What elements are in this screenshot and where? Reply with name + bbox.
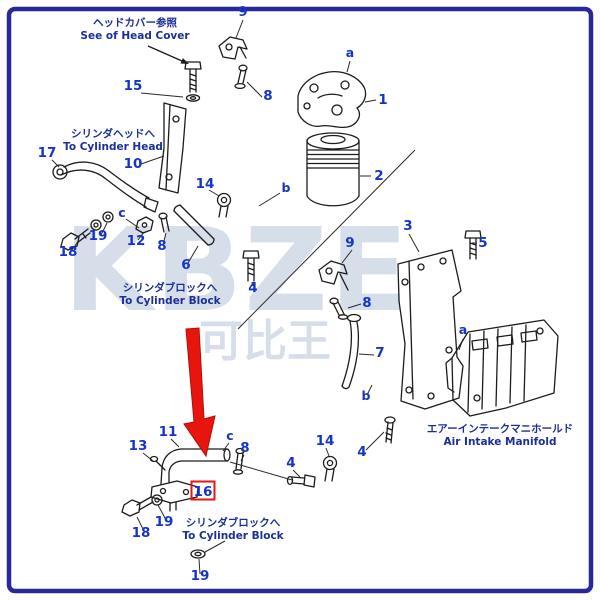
air-intake-manifold-part xyxy=(445,319,559,417)
bracket-3-part xyxy=(397,249,464,410)
red-pointer-arrow xyxy=(183,327,216,458)
bolt-15-part xyxy=(184,61,202,102)
bolt-4-right-part xyxy=(384,416,396,444)
callout-19: 19 xyxy=(155,514,174,530)
callout-8: 8 xyxy=(157,238,166,254)
nut-12-part xyxy=(135,216,154,234)
bracket-10-part xyxy=(158,102,187,194)
leader-lines xyxy=(51,19,477,575)
callout-13: 13 xyxy=(129,438,148,454)
callout-9: 9 xyxy=(238,4,247,20)
watermark: KBZE 可比王 xyxy=(64,204,411,367)
callout-8: 8 xyxy=(362,295,371,311)
callout-18: 18 xyxy=(132,525,151,541)
clamp-9-lower-part xyxy=(318,260,349,291)
callout-c: c xyxy=(226,428,233,443)
callout-15: 15 xyxy=(124,78,143,94)
callout-14: 14 xyxy=(316,433,335,449)
callout-8: 8 xyxy=(263,88,272,104)
callout-b: b xyxy=(362,388,371,403)
callout-12: 12 xyxy=(127,233,146,249)
washer-19-bottom-left-part xyxy=(151,494,163,506)
callout-14: 14 xyxy=(196,176,215,192)
callout-4: 4 xyxy=(357,444,366,460)
bolt-5-part xyxy=(464,230,482,260)
oil-filter-2-part xyxy=(306,132,360,207)
washers-19-part xyxy=(90,211,114,231)
eye-joint-14-bottom-part xyxy=(322,455,338,482)
callout-a: a xyxy=(346,45,354,60)
callout-2: 2 xyxy=(374,168,383,184)
callout-1: 1 xyxy=(378,92,387,108)
callout-19: 19 xyxy=(191,568,210,584)
callout-3: 3 xyxy=(403,218,412,234)
callout-16: 16 xyxy=(194,484,213,500)
callout-9: 9 xyxy=(345,235,354,251)
washer-19-bottom-part xyxy=(190,549,206,559)
bolt-18-bottom-part xyxy=(121,496,154,517)
head-cover-arrow xyxy=(147,45,189,64)
bolt-8-mid-part xyxy=(158,212,170,233)
tube-7-part xyxy=(341,313,362,390)
bolt-4-mid-part xyxy=(242,250,260,282)
callout-8: 8 xyxy=(240,440,249,456)
callout-b: b xyxy=(282,180,291,195)
bolt-8-top-part xyxy=(234,64,248,90)
watermark-latin: KBZE xyxy=(64,204,411,338)
watermark-cjk: 可比王 xyxy=(199,316,331,367)
callout-11: 11 xyxy=(159,424,178,440)
callout-5: 5 xyxy=(478,235,487,251)
stud-13-part xyxy=(149,455,166,471)
tube-6-part xyxy=(173,204,215,246)
callout-4: 4 xyxy=(248,280,257,296)
callout-17: 17 xyxy=(38,145,57,161)
bolt-4-bottom-part xyxy=(286,474,316,488)
page-border xyxy=(6,6,594,594)
clamp-9-top-part xyxy=(218,36,248,60)
callout-18: 18 xyxy=(59,244,78,260)
callout-4: 4 xyxy=(286,455,295,471)
callout-19: 19 xyxy=(89,228,108,244)
bolt-18-part xyxy=(60,228,91,251)
tube-17-part xyxy=(52,161,159,213)
callout-6: 6 xyxy=(181,257,190,273)
callout-c: c xyxy=(118,205,125,220)
housing-1-part xyxy=(297,71,367,129)
callout-7: 7 xyxy=(375,345,384,361)
callout-a: a xyxy=(459,322,467,337)
highlight-box-16 xyxy=(190,480,216,501)
elbow-16-part xyxy=(150,448,231,512)
bolt-8-bottom-part xyxy=(232,447,245,475)
callout-10: 10 xyxy=(124,156,143,172)
eye-joint-14-part xyxy=(216,192,232,218)
